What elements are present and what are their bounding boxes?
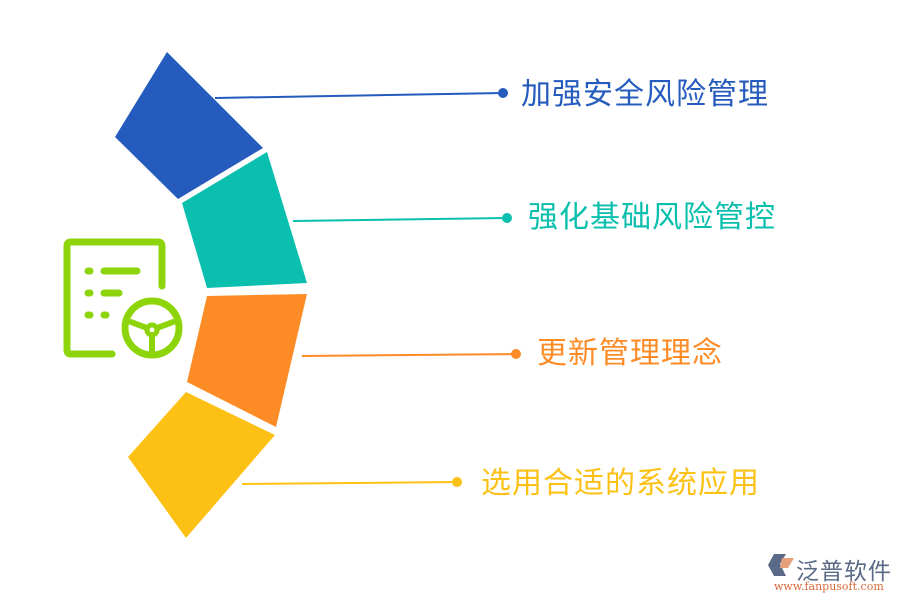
item-label-3: 更新管理理念 xyxy=(537,336,723,371)
segment-2-teal xyxy=(182,152,307,288)
connector-4 xyxy=(241,477,462,487)
watermark-name: 泛普软件 xyxy=(796,559,892,585)
connector-3 xyxy=(301,349,521,359)
watermark-logo: 泛普软件 www.fanpusoft.com xyxy=(766,552,896,596)
logo-mark-icon xyxy=(768,554,794,576)
watermark-url: www.fanpusoft.com xyxy=(774,580,884,593)
item-label-4: 选用合适的系统应用 xyxy=(481,466,760,501)
connector-2 xyxy=(292,213,512,223)
item-label-1: 加强安全风险管理 xyxy=(521,77,769,112)
segment-4-yellow xyxy=(128,392,275,538)
item-label-2: 强化基础风险管控 xyxy=(528,200,776,235)
segment-1-blue xyxy=(115,52,263,199)
segment-3-orange xyxy=(187,294,307,427)
document-steering-wheel-icon xyxy=(63,238,183,359)
connector-1 xyxy=(214,88,508,99)
